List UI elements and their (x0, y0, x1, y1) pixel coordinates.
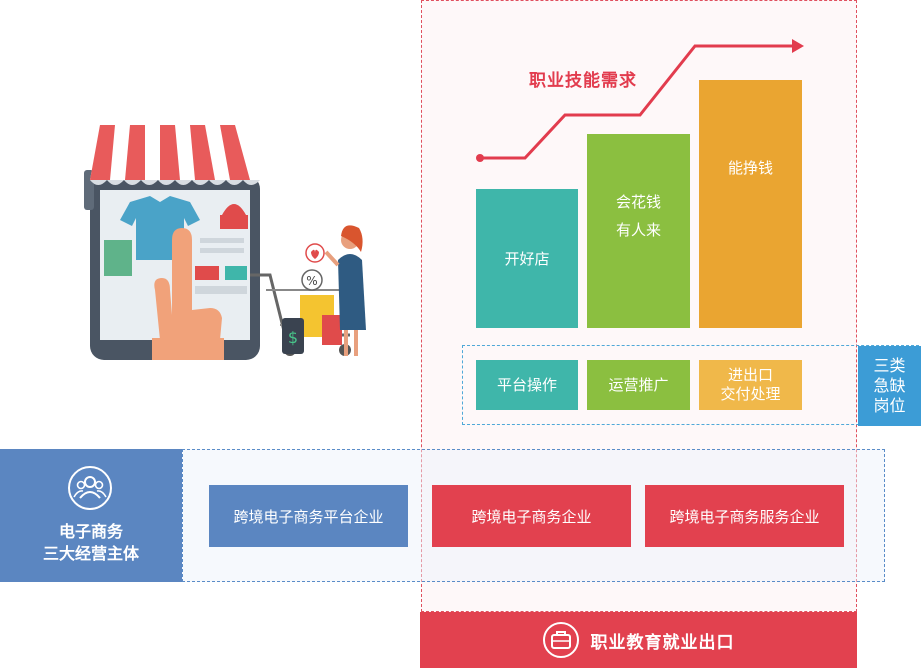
entities-label-block: 电子商务 三大经营主体 (0, 449, 182, 582)
svg-text:%: % (306, 274, 317, 288)
online-shop-illustration: $ % (84, 125, 366, 360)
skill-demand-title: 职业技能需求 (529, 71, 637, 91)
entity-label: 跨境电子商务企业 (471, 507, 592, 526)
job-import-export-delivery: 进出口 交付处理 (699, 360, 802, 410)
entity-label: 跨境电子商务服务企业 (669, 507, 820, 526)
job-label: 进出口 交付处理 (720, 366, 781, 403)
skill-bar-open-store: 开好店 (476, 189, 578, 328)
employment-exit-bar: 职业教育就业出口 (420, 612, 857, 668)
people-icon (68, 466, 112, 510)
urgent-jobs-label: 三类 急缺 岗位 (873, 356, 906, 415)
job-label: 平台操作 (496, 375, 557, 394)
skill-bar-earn: 能挣钱 (699, 80, 802, 328)
skill-bar-label: 开好店 (504, 249, 550, 268)
briefcase-icon (542, 622, 579, 658)
urgent-jobs-badge: 三类 急缺 岗位 (858, 346, 921, 426)
demand-growth-arrow (476, 39, 804, 162)
job-operation-promotion: 运营推广 (587, 360, 690, 410)
job-platform-operation: 平台操作 (476, 360, 578, 410)
skill-bar-label: 能挣钱 (727, 159, 773, 177)
entities-label: 电子商务 三大经营主体 (42, 522, 139, 563)
job-label: 运营推广 (608, 375, 669, 394)
entity-platform-enterprise: 跨境电子商务平台企业 (209, 485, 408, 547)
entity-service-enterprise: 跨境电子商务服务企业 (645, 485, 844, 547)
employment-exit-label: 职业教育就业出口 (590, 632, 735, 653)
entity-ecommerce-enterprise: 跨境电子商务企业 (432, 485, 631, 547)
skill-bar-spend-attract: 会花钱 有人来 (587, 134, 690, 328)
svg-text:$: $ (288, 328, 298, 347)
entity-label: 跨境电子商务平台企业 (233, 507, 384, 526)
skill-bar-label: 会花钱 有人来 (615, 193, 661, 239)
